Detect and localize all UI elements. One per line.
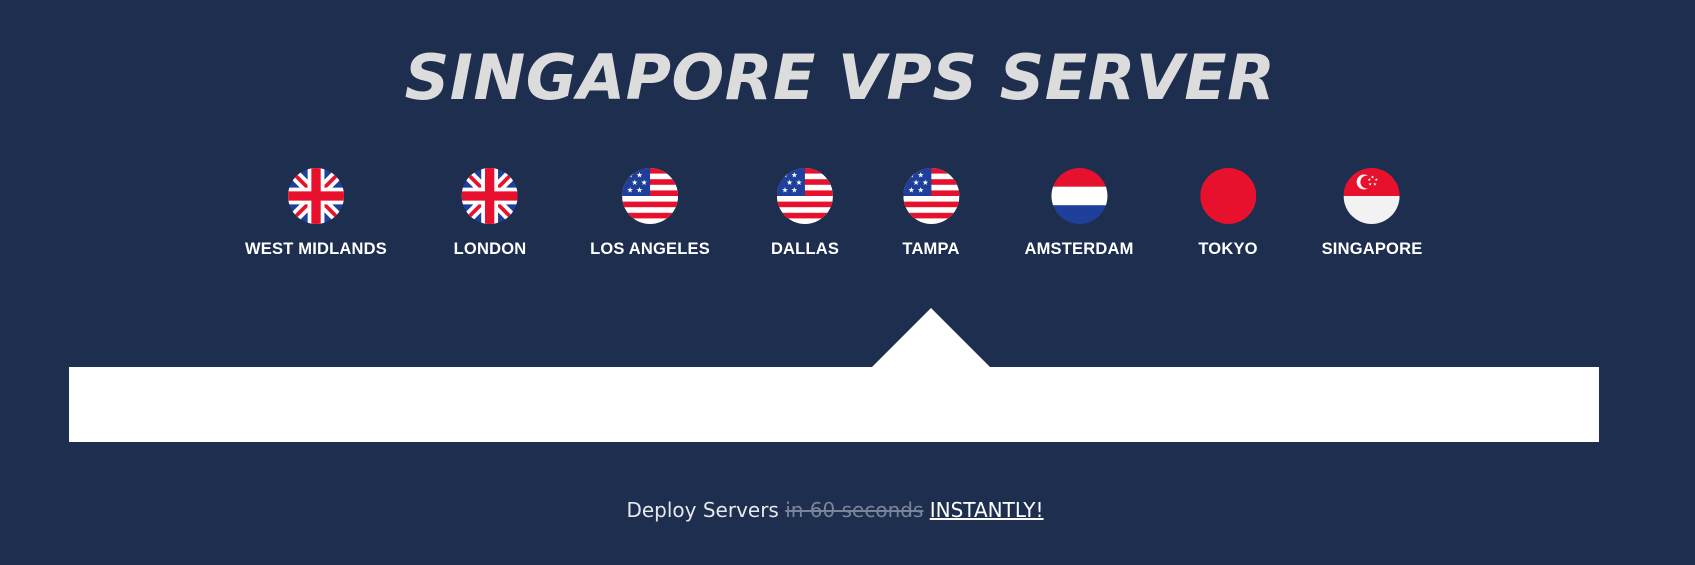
location-london[interactable]: LONDON [454, 168, 527, 258]
svg-text:★: ★ [636, 170, 643, 179]
location-los-angeles[interactable]: ★★ ★★ ★★ LOS ANGELES [590, 168, 710, 258]
location-tokyo[interactable]: TOKYO [1198, 168, 1257, 258]
svg-text:★: ★ [636, 185, 643, 194]
selected-location-pointer [871, 308, 991, 368]
svg-text:★: ★ [908, 185, 915, 194]
svg-text:★: ★ [922, 178, 929, 187]
location-label: LOS ANGELES [590, 240, 710, 258]
svg-text:★: ★ [917, 185, 924, 194]
location-dallas[interactable]: ★★ ★★ ★★ DALLAS [771, 168, 839, 258]
location-label: TOKYO [1198, 240, 1258, 258]
svg-text:★: ★ [1373, 182, 1377, 187]
location-singapore[interactable]: ★ ★ ★ ★ ★ SINGAPORE [1322, 168, 1423, 258]
svg-text:★: ★ [791, 170, 798, 179]
location-label: TAMPA [902, 240, 960, 258]
svg-text:★: ★ [791, 185, 798, 194]
svg-text:★: ★ [631, 178, 638, 187]
svg-text:★: ★ [796, 178, 803, 187]
deploy-instantly-link[interactable]: INSTANTLY! [929, 498, 1044, 522]
svg-text:★: ★ [627, 170, 634, 179]
location-label: AMSTERDAM [1024, 240, 1134, 258]
location-label: LONDON [453, 240, 527, 258]
svg-text:★: ★ [782, 185, 789, 194]
deploy-struck-text: in 60 seconds [785, 498, 924, 522]
uk-flag-icon [288, 168, 344, 224]
svg-text:★: ★ [912, 178, 919, 187]
location-west-midlands[interactable]: WEST MIDLANDS [245, 168, 387, 258]
singapore-flag-icon: ★ ★ ★ ★ ★ [1343, 168, 1400, 224]
uk-flag-icon [461, 168, 518, 224]
deploy-prefix: Deploy Servers [626, 498, 779, 522]
svg-text:★: ★ [1368, 177, 1372, 182]
location-detail-panel [69, 367, 1599, 442]
svg-text:★: ★ [908, 170, 915, 179]
us-flag-icon: ★★ ★★ ★★ [777, 168, 833, 224]
svg-text:★: ★ [1375, 177, 1379, 182]
netherlands-flag-icon [1050, 168, 1107, 224]
page-title: SINGAPORE VPS SERVER [404, 41, 1276, 114]
location-label: SINGAPORE [1321, 240, 1423, 258]
svg-text:★: ★ [1371, 174, 1375, 179]
svg-text:★: ★ [627, 185, 634, 194]
us-flag-icon: ★★ ★★ ★★ [621, 168, 678, 224]
us-flag-icon: ★★ ★★ ★★ [903, 168, 959, 224]
location-tampa[interactable]: ★★ ★★ ★★ TAMPA [902, 168, 959, 258]
location-label: WEST MIDLANDS [245, 240, 387, 258]
location-amsterdam[interactable]: AMSTERDAM [1024, 168, 1133, 258]
location-label: DALLAS [770, 240, 840, 258]
svg-text:★: ★ [786, 178, 793, 187]
svg-text:★: ★ [1369, 182, 1373, 187]
svg-text:★: ★ [641, 178, 648, 187]
japan-flag-icon [1200, 168, 1256, 224]
deploy-tagline: Deploy Servers in 60 seconds INSTANTLY! [0, 496, 1670, 524]
svg-text:★: ★ [917, 170, 924, 179]
svg-text:★: ★ [782, 170, 789, 179]
